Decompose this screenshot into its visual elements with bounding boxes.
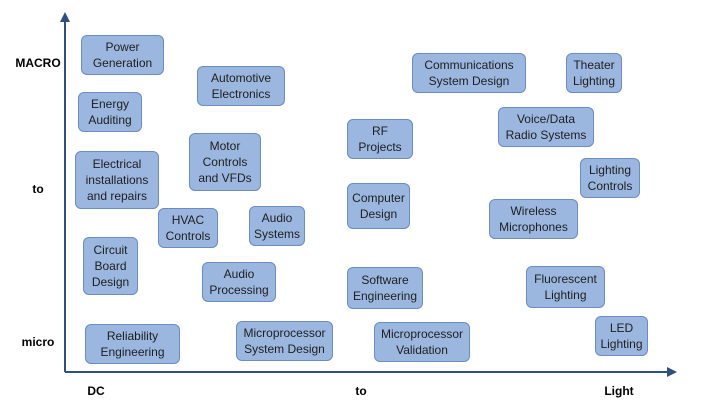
box-electrical-installations: Electrical installations and repairs (75, 151, 159, 209)
box-lighting-controls: Lighting Controls (580, 158, 640, 198)
box-led-lighting: LED Lighting (595, 316, 648, 356)
box-microprocessor-system-design: Microprocessor System Design (236, 321, 333, 361)
x-axis-label-mid: to (355, 384, 367, 398)
box-circuit-board-design: Circuit Board Design (83, 237, 138, 295)
y-axis-label-mid: to (32, 182, 44, 196)
box-computer-design: Computer Design (347, 183, 410, 229)
box-rf-projects: RF Projects (347, 119, 413, 159)
box-theater-lighting: Theater Lighting (566, 53, 622, 93)
box-automotive-electronics: Automotive Electronics (197, 66, 285, 106)
box-audio-systems: Audio Systems (249, 206, 305, 246)
box-voice-data-radio-systems: Voice/Data Radio Systems (498, 107, 594, 147)
box-software-engineering: Software Engineering (347, 267, 423, 309)
box-hvac-controls: HVAC Controls (158, 208, 218, 248)
box-fluorescent-lighting: Fluorescent Lighting (526, 266, 605, 308)
box-audio-processing: Audio Processing (202, 262, 276, 302)
box-microprocessor-validation: Microprocessor Validation (374, 322, 470, 362)
box-reliability-engineering: Reliability Engineering (85, 324, 180, 364)
box-communications-system-design: Communications System Design (412, 53, 526, 93)
x-axis-label-left: DC (87, 384, 105, 398)
box-wireless-microphones: Wireless Microphones (489, 199, 578, 239)
y-axis-label-top: MACRO (15, 56, 61, 70)
x-axis-label-right: Light (604, 384, 634, 398)
box-energy-auditing: Energy Auditing (78, 92, 142, 132)
box-power-generation: Power Generation (81, 35, 164, 75)
box-motor-controls: Motor Controls and VFDs (189, 133, 261, 191)
y-axis-label-bottom: micro (21, 335, 55, 349)
